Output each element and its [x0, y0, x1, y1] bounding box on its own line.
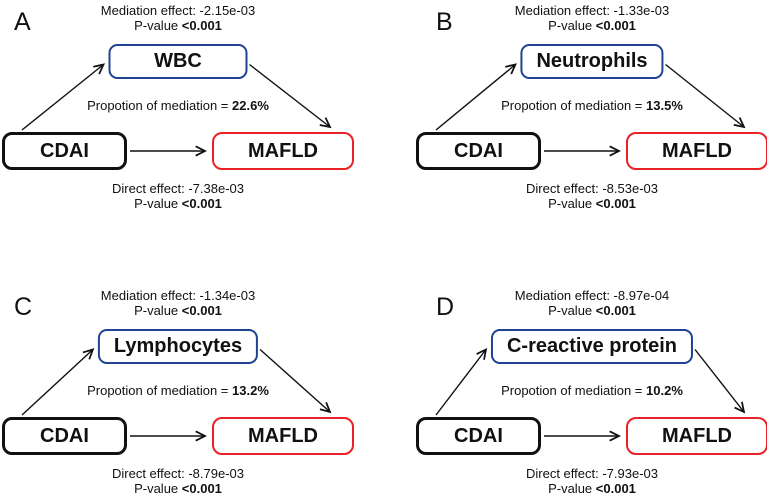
exposure-box: CDAI — [416, 417, 541, 455]
panel-label: B — [436, 8, 453, 36]
mediation-effect-line: Mediation effect: -8.97e-04 — [414, 288, 767, 303]
mediation-pvalue-value: <0.001 — [595, 303, 636, 318]
direct-effect-line: Direct effect: -8.79e-03 — [0, 466, 356, 481]
pvalue-label: P-value — [548, 481, 593, 496]
arrow-mediator-to-mafld — [694, 349, 746, 414]
proportion-value: 13.2% — [232, 383, 269, 398]
mediation-effect-text: Mediation effect: -1.33e-03 P-value <0.0… — [414, 3, 767, 33]
direct-pvalue-value: <0.001 — [595, 196, 636, 211]
mediation-pvalue-line: P-value <0.001 — [0, 303, 356, 318]
panel-c: C Mediation effect: -1.34e-03 P-value <0… — [0, 247, 383, 496]
mediator-box: C-reactive protein — [490, 329, 694, 364]
proportion-label: Propotion of mediation = — [501, 98, 643, 113]
mediation-pvalue-value: <0.001 — [595, 18, 636, 33]
mediation-pvalue-line: P-value <0.001 — [0, 18, 356, 33]
proportion-text: Propotion of mediation = 13.5% — [414, 98, 767, 113]
direct-effect-text: Direct effect: -8.79e-03 P-value <0.001 — [0, 466, 356, 496]
pvalue-label: P-value — [548, 303, 593, 318]
proportion-text: Propotion of mediation = 22.6% — [0, 98, 356, 113]
mediation-effect-line: Mediation effect: -1.33e-03 — [414, 3, 767, 18]
mediation-pvalue-value: <0.001 — [181, 303, 222, 318]
mediator-box: WBC — [108, 44, 248, 79]
panel-d: D Mediation effect: -8.97e-04 P-value <0… — [383, 247, 767, 496]
outcome-box: MAFLD — [626, 417, 767, 455]
direct-effect-text: Direct effect: -8.53e-03 P-value <0.001 — [414, 181, 767, 211]
direct-effect-value: Direct effect: -8.53e-03 — [526, 181, 658, 196]
pvalue-label: P-value — [548, 196, 593, 211]
direct-pvalue-line: P-value <0.001 — [414, 196, 767, 211]
exposure-box: CDAI — [2, 132, 127, 170]
direct-effect-line: Direct effect: -7.93e-03 — [414, 466, 767, 481]
mediation-effect-value: Mediation effect: -1.33e-03 — [514, 3, 670, 18]
panel-label: D — [436, 293, 455, 321]
mediation-effect-text: Mediation effect: -1.34e-03 P-value <0.0… — [0, 288, 356, 318]
arrow-mediator-to-mafld — [249, 63, 332, 129]
proportion-text: Propotion of mediation = 13.2% — [0, 383, 356, 398]
pvalue-label: P-value — [548, 18, 593, 33]
pvalue-label: P-value — [134, 303, 179, 318]
direct-effect-value: Direct effect: -8.79e-03 — [112, 466, 244, 481]
panel-label: C — [14, 293, 33, 321]
direct-pvalue-line: P-value <0.001 — [0, 481, 356, 496]
mediation-pvalue-value: <0.001 — [181, 18, 222, 33]
pvalue-label: P-value — [134, 481, 179, 496]
arrow-mediator-to-mafld — [665, 63, 746, 129]
panel-b-diagram: B Mediation effect: -1.33e-03 P-value <0… — [414, 2, 767, 217]
proportion-label: Propotion of mediation = — [87, 98, 229, 113]
direct-effect-line: Direct effect: -7.38e-03 — [0, 181, 356, 196]
panel-label: A — [14, 8, 31, 36]
panel-d-diagram: D Mediation effect: -8.97e-04 P-value <0… — [414, 287, 767, 502]
direct-pvalue-line: P-value <0.001 — [414, 481, 767, 496]
mediation-effect-line: Mediation effect: -2.15e-03 — [0, 3, 356, 18]
mediation-pvalue-line: P-value <0.001 — [414, 303, 767, 318]
mediation-effect-text: Mediation effect: -2.15e-03 P-value <0.0… — [0, 3, 356, 33]
mediator-box: Lymphocytes — [97, 329, 259, 364]
exposure-box: CDAI — [2, 417, 127, 455]
mediation-effect-value: Mediation effect: -2.15e-03 — [100, 3, 256, 18]
pvalue-label: P-value — [134, 196, 179, 211]
panel-a-diagram: A Mediation effect: -2.15e-03 P-value <0… — [0, 2, 356, 217]
arrow-mediator-to-mafld — [259, 348, 332, 414]
proportion-value: 22.6% — [232, 98, 269, 113]
pvalue-label: P-value — [134, 18, 179, 33]
direct-effect-value: Direct effect: -7.93e-03 — [526, 466, 658, 481]
proportion-value: 10.2% — [646, 383, 683, 398]
mediator-box: Neutrophils — [520, 44, 664, 79]
direct-effect-text: Direct effect: -7.93e-03 P-value <0.001 — [414, 466, 767, 496]
proportion-label: Propotion of mediation = — [87, 383, 229, 398]
exposure-box: CDAI — [416, 132, 541, 170]
direct-pvalue-line: P-value <0.001 — [0, 196, 356, 211]
mediation-effect-value: Mediation effect: -1.34e-03 — [100, 288, 256, 303]
mediation-effect-value: Mediation effect: -8.97e-04 — [514, 288, 670, 303]
direct-pvalue-value: <0.001 — [181, 196, 222, 211]
proportion-label: Propotion of mediation = — [501, 383, 643, 398]
direct-effect-line: Direct effect: -8.53e-03 — [414, 181, 767, 196]
direct-pvalue-value: <0.001 — [595, 481, 636, 496]
panel-b: B Mediation effect: -1.33e-03 P-value <0… — [383, 0, 767, 247]
panel-c-diagram: C Mediation effect: -1.34e-03 P-value <0… — [0, 287, 356, 502]
panel-a: A Mediation effect: -2.15e-03 P-value <0… — [0, 0, 383, 247]
direct-pvalue-value: <0.001 — [181, 481, 222, 496]
outcome-box: MAFLD — [626, 132, 767, 170]
direct-effect-text: Direct effect: -7.38e-03 P-value <0.001 — [0, 181, 356, 211]
outcome-box: MAFLD — [212, 417, 354, 455]
proportion-text: Propotion of mediation = 10.2% — [414, 383, 767, 398]
mediation-effect-text: Mediation effect: -8.97e-04 P-value <0.0… — [414, 288, 767, 318]
proportion-value: 13.5% — [646, 98, 683, 113]
outcome-box: MAFLD — [212, 132, 354, 170]
mediation-effect-line: Mediation effect: -1.34e-03 — [0, 288, 356, 303]
mediation-pvalue-line: P-value <0.001 — [414, 18, 767, 33]
direct-effect-value: Direct effect: -7.38e-03 — [112, 181, 244, 196]
